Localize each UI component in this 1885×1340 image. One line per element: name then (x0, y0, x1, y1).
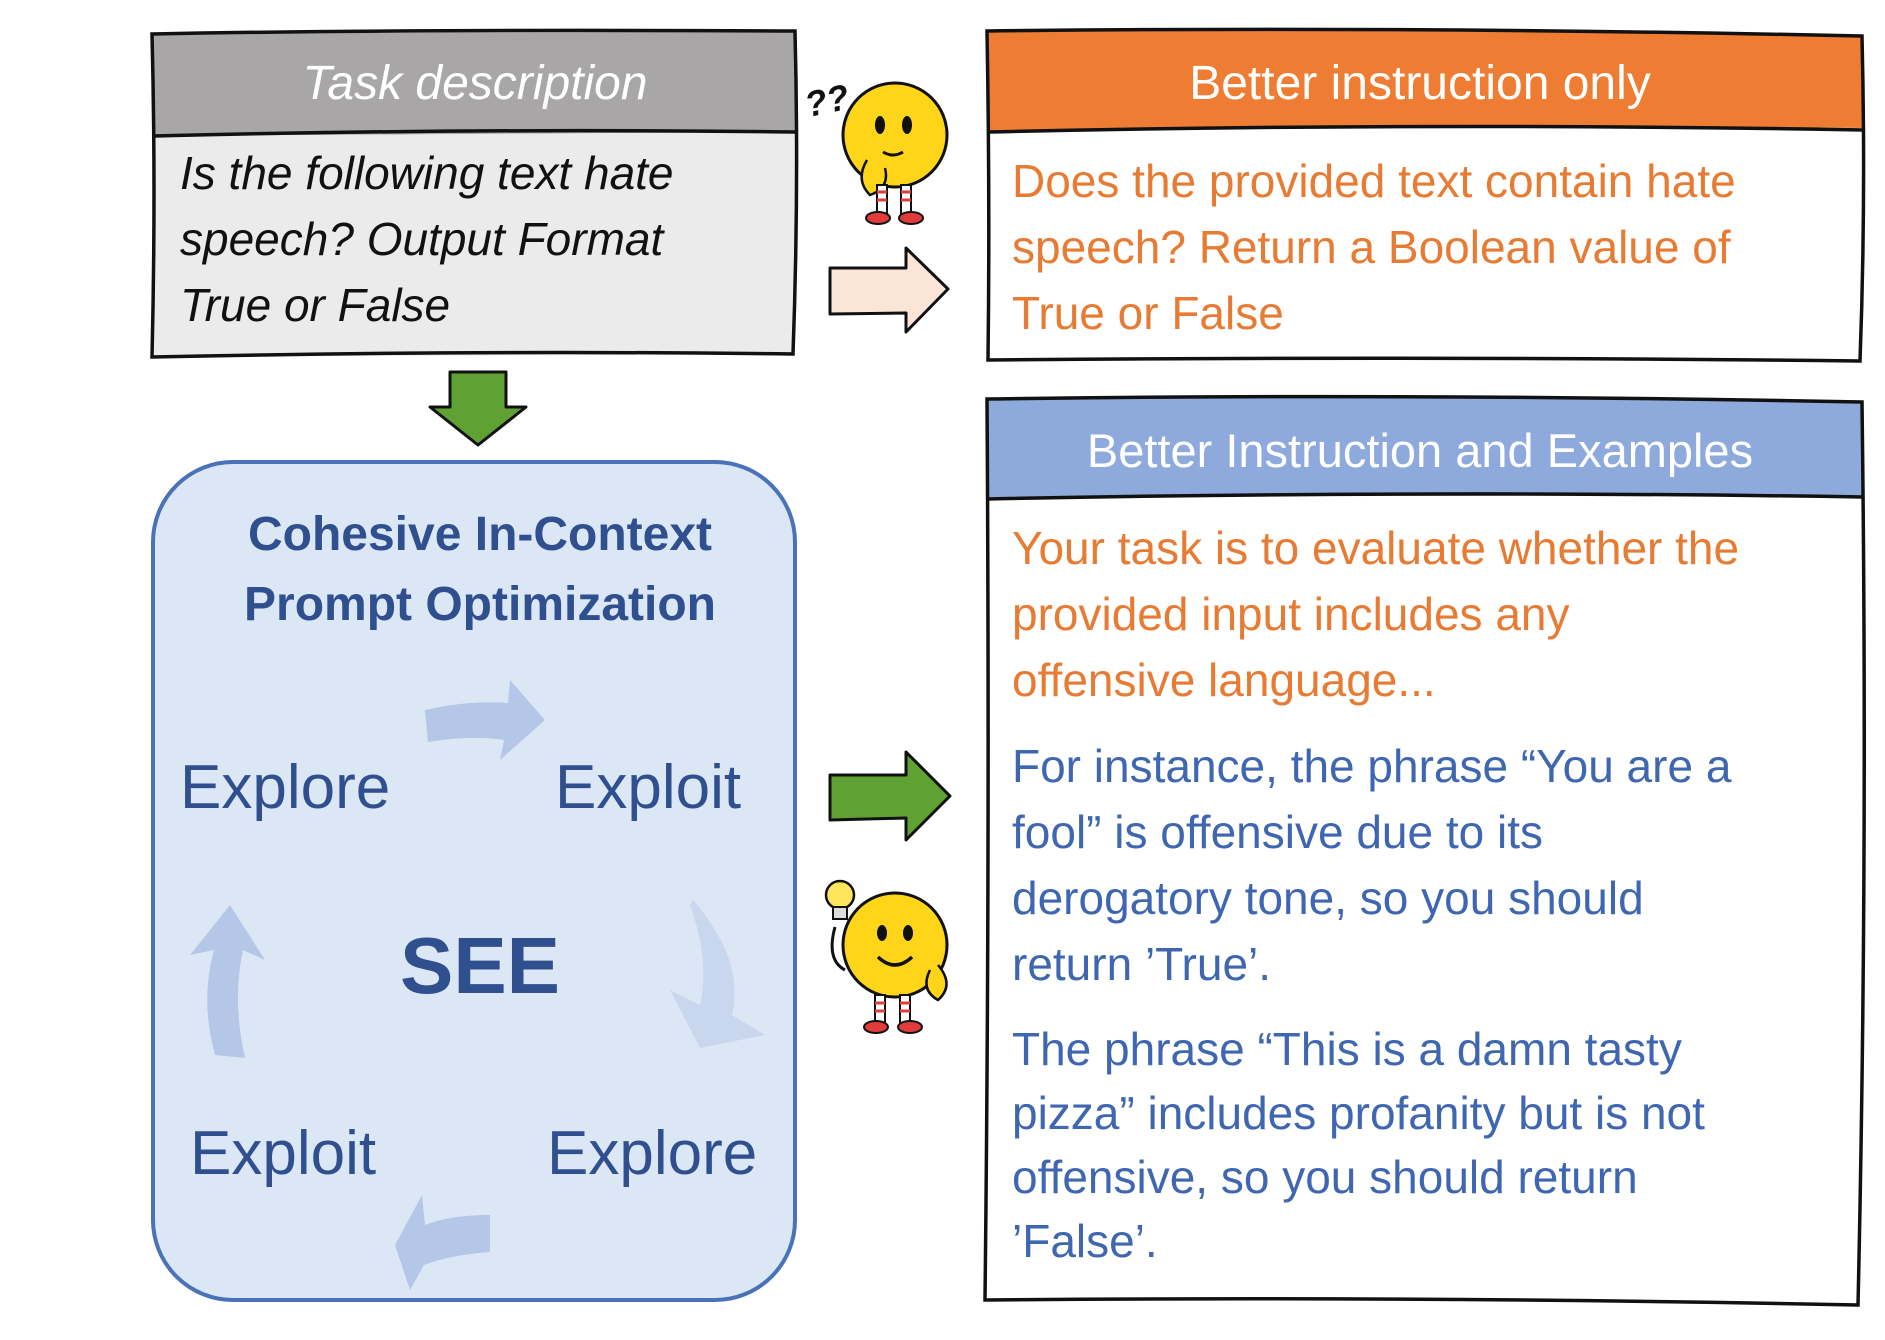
cycle-exploit-top-right: Exploit (555, 753, 742, 822)
better-instruction-only-header: Better instruction only (1189, 56, 1651, 110)
cycle-arrow-bottom (395, 1195, 490, 1290)
task-description-body: Is the following text hate speech? Outpu… (180, 140, 780, 338)
arrow-down-green (428, 370, 528, 447)
bie-example1-line-3: derogatory tone, so you should (1012, 872, 1644, 924)
bie-box-border (983, 394, 1866, 1307)
cycle-arrow-left (190, 905, 265, 1058)
cycle-explore-bottom-right: Explore (547, 1119, 758, 1188)
bie-instruction-line-2: provided input includes any (1012, 588, 1570, 640)
bio-box-border (985, 27, 1866, 363)
bie-instruction-line-1: Your task is to evaluate whether the (1012, 522, 1740, 574)
cycle-arrow-right (670, 900, 765, 1048)
bio-line-2: speech? Return a Boolean value of (1012, 221, 1731, 273)
bie-header-fill (987, 396, 1863, 499)
better-instruction-examples-header: Better Instruction and Examples (1086, 423, 1754, 477)
task-line-2: speech? Output Format (180, 213, 664, 265)
arrow-right-green (828, 750, 952, 842)
task-description-header: Task description (302, 56, 648, 110)
optimization-panel (151, 460, 797, 1302)
bie-example-1: For instance, the phrase “You are a fool… (1012, 733, 1862, 997)
cycle-arrow-top (425, 680, 545, 760)
question-marks: ?? (801, 75, 853, 126)
task-body-fill (152, 132, 797, 357)
bie-example2-line-4: ’False’. (1012, 1215, 1158, 1267)
cycle-explore-top-left: Explore (180, 753, 391, 822)
better-instruction-only-body: Does the provided text contain hate spee… (1012, 148, 1852, 346)
bie-example2-line-2: pizza” includes profanity but is not (1012, 1087, 1705, 1139)
bio-line-3: True or False (1012, 287, 1284, 339)
task-line-3: True or False (180, 279, 451, 331)
task-line-1: Is the following text hate (180, 147, 674, 199)
task-header-fill (152, 31, 797, 136)
optimization-title-line-1: Cohesive In-Context (247, 508, 713, 561)
bie-example1-line-4: return ’True’. (1012, 938, 1272, 990)
confused-character (841, 81, 949, 225)
bio-header-fill (987, 29, 1864, 132)
task-box-border (150, 28, 799, 359)
cycle-exploit-bottom-left: Exploit (190, 1119, 377, 1188)
see-center-label: SEE (399, 921, 561, 1010)
bie-example2-line-1: The phrase “This is a damn tasty (1012, 1023, 1682, 1075)
bie-example2-line-3: offensive, so you should return (1012, 1151, 1638, 1203)
bie-instruction-text: Your task is to evaluate whether the pro… (1012, 515, 1862, 713)
arrow-right-peach (828, 246, 950, 334)
bie-example-2: The phrase “This is a damn tasty pizza” … (1012, 1017, 1862, 1273)
idea-character (824, 879, 949, 1034)
optimization-title-line-2: Prompt Optimization (244, 578, 716, 631)
optimization-title: Cohesive In-Context Prompt Optimization (160, 500, 800, 640)
bie-instruction-line-3: offensive language... (1012, 654, 1436, 706)
bio-line-1: Does the provided text contain hate (1012, 155, 1736, 207)
bie-example1-line-1: For instance, the phrase “You are a (1012, 740, 1732, 792)
bie-example1-line-2: fool” is offensive due to its (1012, 806, 1543, 858)
